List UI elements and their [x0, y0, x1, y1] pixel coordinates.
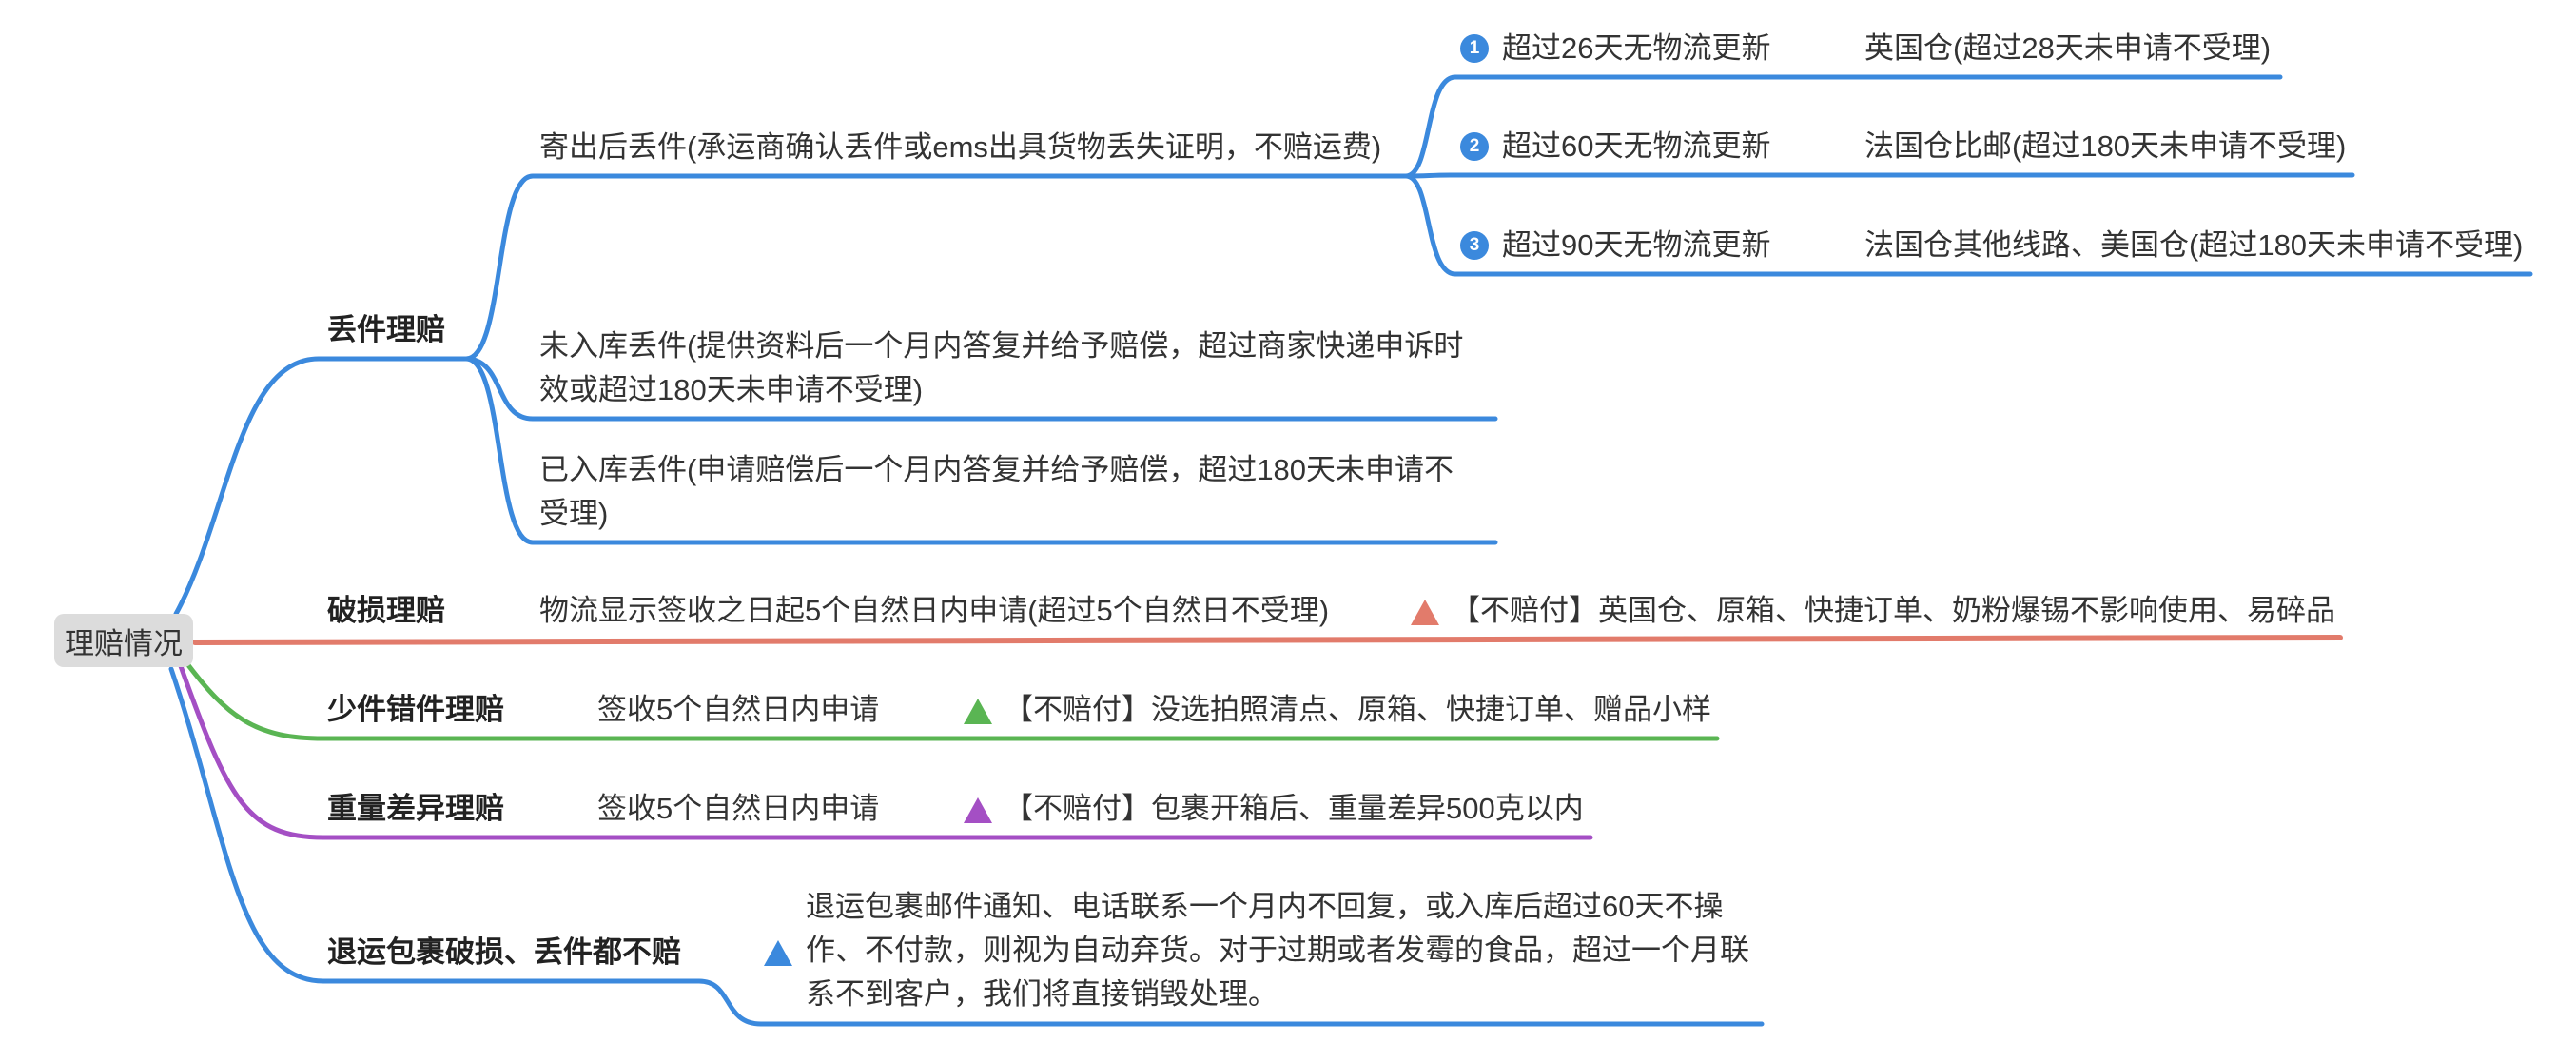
number-1-icon: 1: [1460, 34, 1489, 63]
connector-lost-after-ship: [463, 173, 1409, 362]
root-node[interactable]: 理赔情况: [54, 614, 193, 667]
topic-lost-after-ship[interactable]: 寄出后丢件(承运商确认丢件或ems出具货物丢失证明，不赔运费): [539, 130, 1382, 164]
connector-root-weight: [178, 663, 1593, 840]
warning-triangle-icon: [764, 940, 792, 966]
topic-damage-claim[interactable]: 破损理赔: [327, 594, 445, 627]
connector-root-damage: [192, 635, 2343, 645]
topic-returns-note[interactable]: 退运包裹邮件通知、电话联系一个月内不回复，或入库后超过60天不操作、不付款，则视…: [806, 890, 1749, 1011]
topic-damage-note[interactable]: 【不赔付】英国仓、原箱、快捷订单、奶粉爆锡不影响使用、易碎品: [1451, 594, 2335, 627]
number-3-icon: 3: [1460, 231, 1489, 260]
warning-triangle-icon: [1411, 600, 1439, 625]
topic-weight-claim[interactable]: 重量差异理赔: [327, 792, 504, 825]
topic-weight-note[interactable]: 【不赔付】包裹开箱后、重量差异500克以内: [1004, 792, 1584, 825]
topic-returns[interactable]: 退运包裹破损、丢件都不赔: [327, 935, 681, 969]
connector-root-missing: [183, 659, 1720, 741]
topic-missing-claim[interactable]: 少件错件理赔: [327, 693, 504, 726]
topic-detail-3[interactable]: 法国仓其他线路、美国仓(超过180天未申请不受理): [1864, 228, 2524, 262]
topic-lost-stocked[interactable]: 已入库丢件(申请赔偿后一个月内答复并给予赔偿，超过180天未申请不受理): [539, 453, 1454, 530]
warning-triangle-icon: [964, 797, 992, 823]
topic-lost-claim[interactable]: 丢件理赔: [327, 313, 445, 346]
topic-weight-rule[interactable]: 签收5个自然日内申请: [597, 792, 880, 825]
connector-item-3: [1403, 173, 1784, 277]
topic-condition-1[interactable]: 超过26天无物流更新: [1502, 31, 1771, 65]
topic-damage-rule[interactable]: 物流显示签收之日起5个自然日内申请(超过5个自然日不受理): [539, 594, 1330, 627]
connector-root-lost: [173, 356, 469, 617]
topic-condition-2[interactable]: 超过60天无物流更新: [1502, 129, 1771, 163]
root-label: 理赔情况: [65, 626, 183, 660]
topic-detail-1[interactable]: 英国仓(超过28天未申请不受理): [1864, 31, 2272, 65]
connector-item-2: [1403, 172, 1784, 179]
connector-item-1: [1403, 74, 1784, 179]
connector-lost-stocked: [463, 356, 1498, 545]
topic-lost-not-stocked[interactable]: 未入库丢件(提供资料后一个月内答复并给予赔偿，超过商家快递申诉时效或超过180天…: [539, 329, 1464, 406]
topic-condition-3[interactable]: 超过90天无物流更新: [1502, 228, 1771, 262]
number-2-icon: 2: [1460, 132, 1489, 161]
topic-detail-2[interactable]: 法国仓比邮(超过180天未申请不受理): [1864, 129, 2347, 163]
topic-missing-note[interactable]: 【不赔付】没选拍照清点、原箱、快捷订单、赠品小样: [1004, 693, 1711, 726]
connector-root-returns: [168, 666, 1765, 1027]
warning-triangle-icon: [964, 699, 992, 724]
connector-lost-not-stocked: [463, 356, 1498, 422]
topic-missing-rule[interactable]: 签收5个自然日内申请: [597, 693, 880, 726]
